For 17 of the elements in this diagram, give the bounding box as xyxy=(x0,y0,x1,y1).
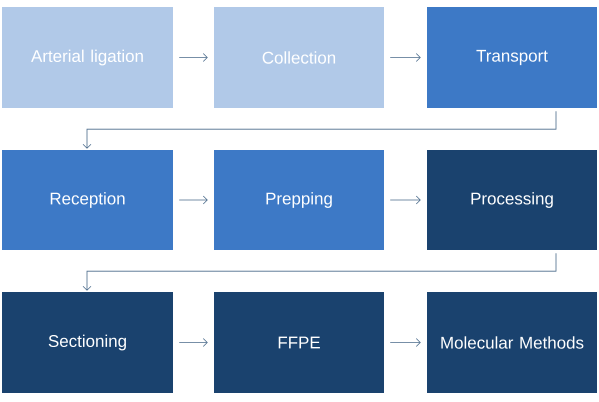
arrow xyxy=(202,53,208,62)
arrow xyxy=(202,338,208,347)
process-box: Transport xyxy=(427,7,597,108)
arrow xyxy=(416,196,421,204)
arrow xyxy=(82,252,556,291)
process-box: Arterial ligation xyxy=(2,7,173,108)
process-box: Molecular Methods xyxy=(427,292,597,393)
process-box: FFPE xyxy=(214,292,384,393)
process-box: Processing xyxy=(427,150,597,250)
arrow xyxy=(82,110,556,149)
process-box: Reception xyxy=(2,150,173,250)
arrow xyxy=(416,53,421,62)
process-box: Collection xyxy=(214,7,384,108)
arrow xyxy=(416,338,421,347)
process-box: Sectioning xyxy=(2,292,173,393)
arrow xyxy=(202,196,208,204)
process-box: Prepping xyxy=(214,150,384,250)
